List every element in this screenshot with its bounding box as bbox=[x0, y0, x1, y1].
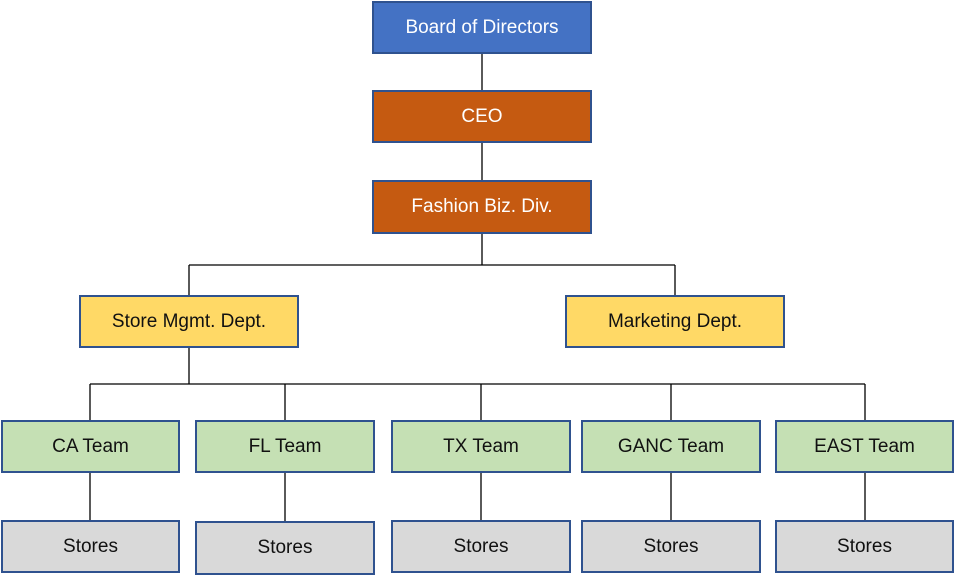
fl-stores-node: Stores bbox=[195, 521, 375, 575]
board-of-directors-label: Board of Directors bbox=[405, 16, 559, 38]
store-mgmt-dept-label: Store Mgmt. Dept. bbox=[111, 310, 267, 332]
board-of-directors-node: Board of Directors bbox=[372, 1, 592, 54]
ceo-node: CEO bbox=[372, 90, 592, 143]
fl-team-label: FL Team bbox=[248, 435, 322, 457]
store-mgmt-dept-node: Store Mgmt. Dept. bbox=[79, 295, 299, 348]
east-team-label: EAST Team bbox=[814, 435, 915, 457]
tx-team-node: TX Team bbox=[391, 420, 571, 473]
fl-team-node: FL Team bbox=[195, 420, 375, 473]
ganc-team-node: GANC Team bbox=[581, 420, 761, 473]
ganc-team-label: GANC Team bbox=[617, 435, 725, 457]
tx-stores-node: Stores bbox=[391, 520, 571, 573]
fashion-division-label: Fashion Biz. Div. bbox=[411, 196, 553, 217]
fl-stores-label: Stores bbox=[257, 537, 313, 558]
tx-team-label: TX Team bbox=[443, 435, 519, 457]
ca-stores-label: Stores bbox=[63, 535, 118, 557]
fashion-division-node: Fashion Biz. Div. bbox=[372, 180, 592, 234]
ganc-stores-node: Stores bbox=[581, 520, 761, 573]
ca-team-label: CA Team bbox=[52, 435, 129, 457]
marketing-dept-node: Marketing Dept. bbox=[565, 295, 785, 348]
ganc-stores-label: Stores bbox=[643, 535, 699, 557]
tx-stores-label: Stores bbox=[453, 535, 509, 557]
east-team-node: EAST Team bbox=[775, 420, 954, 473]
ca-stores-node: Stores bbox=[1, 520, 180, 573]
ceo-label: CEO bbox=[461, 105, 503, 127]
east-stores-node: Stores bbox=[775, 520, 954, 573]
marketing-dept-label: Marketing Dept. bbox=[607, 310, 743, 332]
east-stores-label: Stores bbox=[837, 535, 892, 557]
ca-team-node: CA Team bbox=[1, 420, 180, 473]
